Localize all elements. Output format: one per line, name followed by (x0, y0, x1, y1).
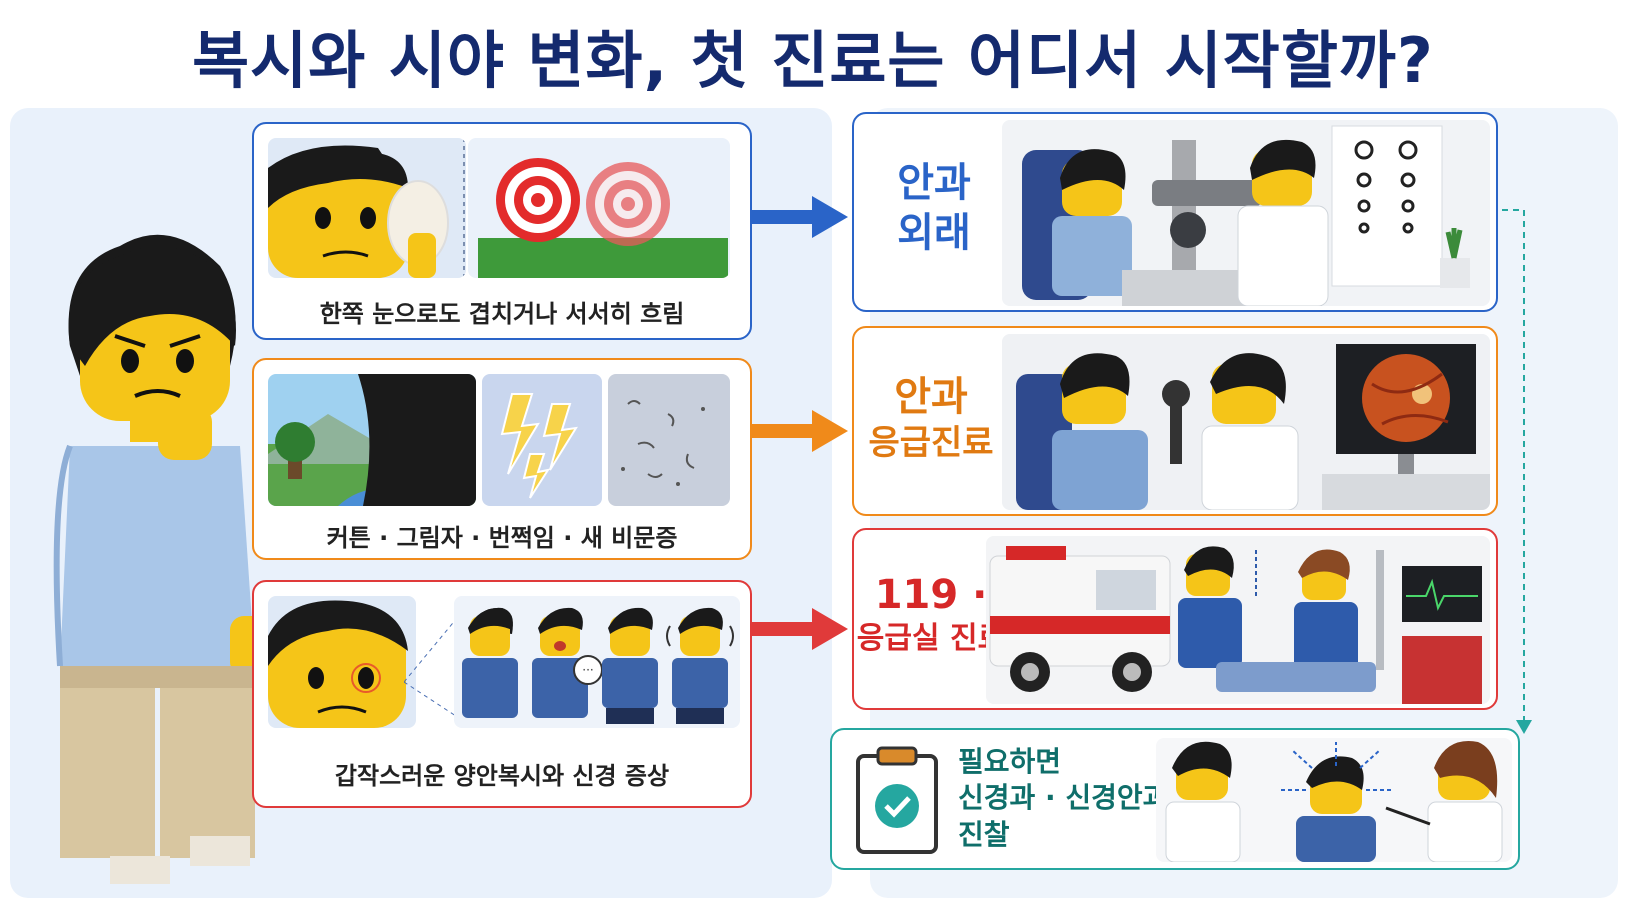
arrow-to-eye-emergency (752, 410, 848, 452)
floaters-tile (608, 374, 730, 506)
dest-line2: 응급실 진료 (856, 621, 1006, 656)
floaters-icon (621, 400, 705, 486)
dest-label: 안과 응급진료 (856, 372, 1006, 465)
dest-line2: 외래 (897, 210, 971, 256)
lego-patient-figure (53, 234, 268, 884)
curtain-shadow-tile (268, 374, 476, 506)
followup-line1: 필요하면 (958, 745, 1062, 778)
followup-text: 필요하면 신경과 · 신경안과 진찰 (958, 744, 1168, 853)
dest-line1: 안과 (894, 374, 968, 420)
double-target-icon (478, 158, 728, 278)
connector-lines (404, 612, 463, 721)
arrow-to-outpatient (752, 196, 848, 238)
retina-monitor-scene (1002, 334, 1490, 510)
svg-text:···: ··· (582, 663, 593, 677)
symptom-card-curtain-flash: 커튼 · 그림자 · 번쩍임 · 새 비문증 (252, 358, 752, 560)
neuro-symptom-strip: ··· (454, 596, 740, 728)
neuro-exam-scene (1156, 738, 1512, 862)
symptom-caption: 갑작스러운 양안복시와 신경 증상 (334, 762, 670, 790)
dest-line2: 응급진료 (868, 423, 994, 463)
symptom-card-sudden-diplopia: ··· 갑작스러운 양안복시와 신경 증상 (252, 580, 752, 808)
double-vision-face-icon (268, 600, 408, 728)
symptom-caption: 커튼 · 그림자 · 번쩍임 · 새 비문증 (326, 524, 678, 552)
followup-card: 필요하면 신경과 · 신경안과 진찰 (830, 728, 1520, 870)
symptoms-panel: 한쪽 눈으로도 겹치거나 서서히 흐림 (10, 108, 832, 898)
symptom-caption: 한쪽 눈으로도 겹치거나 서서히 흐림 (319, 300, 685, 328)
flash-icon (500, 393, 578, 499)
dest-line1: 119 · (874, 572, 988, 618)
slit-lamp-scene (1002, 120, 1490, 306)
ambulance-scene (986, 536, 1490, 704)
double-target-tile (468, 138, 730, 278)
dest-label: 안과 외래 (864, 158, 1004, 258)
dest-label: 119 · 응급실 진료 (856, 570, 1006, 658)
clipboard-check-icon (856, 746, 938, 854)
occluder-target-icon (268, 138, 465, 278)
flash-tile (482, 374, 602, 506)
arrow-to-er (752, 608, 848, 650)
neuro-symptom-figures: ··· (462, 607, 734, 724)
diplopia-face-tile (268, 596, 416, 728)
dest-card-outpatient: 안과 외래 (852, 112, 1498, 312)
followup-line3: 진찰 (958, 817, 1010, 851)
curtain-shadow-icon (268, 374, 476, 506)
symptom-card-gradual-blur: 한쪽 눈으로도 겹치거나 서서히 흐림 (252, 122, 752, 340)
page-title: 복시와 시야 변화, 첫 진료는 어디서 시작할까? (192, 24, 1434, 97)
dest-card-emergency-room: 119 · 응급실 진료 (852, 528, 1498, 710)
dest-line1: 안과 (897, 160, 971, 206)
followup-line2: 신경과 · 신경안과 (958, 781, 1169, 815)
dest-card-eye-emergency: 안과 응급진료 (852, 326, 1498, 516)
occluder-face-tile (268, 138, 466, 278)
dashed-connector (1502, 209, 1532, 734)
